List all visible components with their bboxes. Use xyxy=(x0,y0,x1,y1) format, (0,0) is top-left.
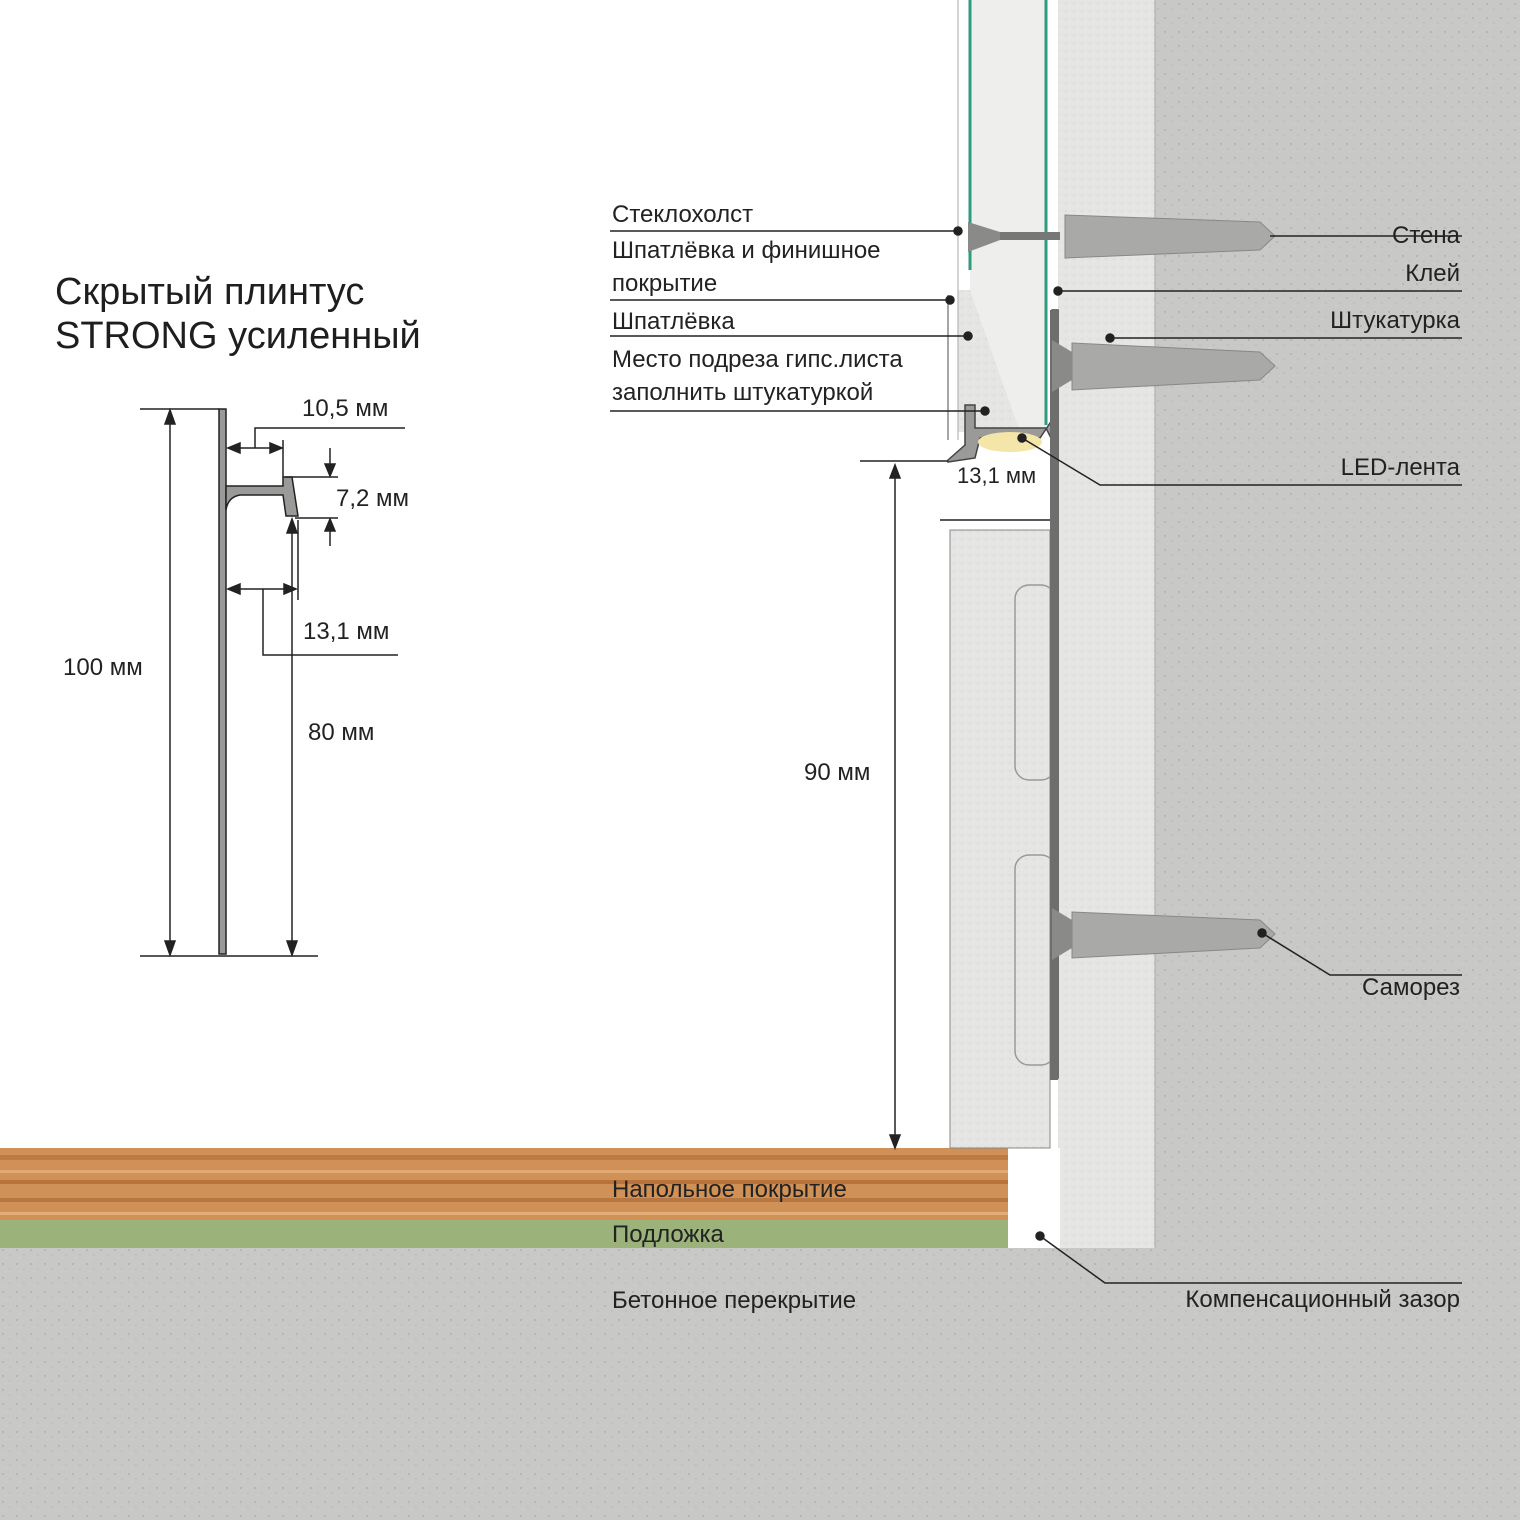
dim-height-lower: 80 мм xyxy=(308,719,375,746)
label-gap: Компенсационный зазор xyxy=(1185,1286,1460,1313)
dim-lip: 7,2 мм xyxy=(336,485,410,512)
compensation-gap xyxy=(1008,1148,1060,1248)
label-cut-place-2: заполнить штукатуркой xyxy=(612,379,874,406)
title-line-1: Скрытый плинтус xyxy=(55,271,365,313)
label-putty-finish-2: покрытие xyxy=(612,270,718,297)
label-floor-covering: Напольное покрытие xyxy=(612,1176,847,1203)
label-plaster: Штукатурка xyxy=(1330,307,1460,334)
profile-drawing xyxy=(140,407,405,958)
label-putty: Шпатлёвка xyxy=(612,308,735,335)
label-glue: Клей xyxy=(1405,260,1460,287)
page-title: Скрытый плинтус STRONG усиленный xyxy=(55,270,421,358)
lower-plaster-panel xyxy=(949,529,1051,1149)
concrete-slab-under-wall xyxy=(1060,1248,1520,1520)
floor-covering xyxy=(0,1148,1008,1220)
dim-depth: 13,1 мм xyxy=(303,618,390,645)
title-line-2: STRONG усиленный xyxy=(55,315,421,357)
dim-height-total: 100 мм xyxy=(63,654,143,681)
label-putty-finish: Шпатлёвка и финишное xyxy=(612,237,881,264)
dim-top-gap: 10,5 мм xyxy=(302,395,389,422)
section-dim-height: 90 мм xyxy=(804,759,871,786)
underlay xyxy=(0,1220,1008,1248)
dowel-middle xyxy=(1052,340,1276,392)
label-underlay: Подложка xyxy=(612,1221,724,1248)
label-led: LED-лента xyxy=(1340,454,1460,481)
leader-lines xyxy=(610,226,1462,1284)
led-strip xyxy=(978,432,1042,452)
label-concrete-slab: Бетонное перекрытие xyxy=(612,1287,857,1314)
dowel-bottom xyxy=(1052,908,1276,960)
label-wall: Стена xyxy=(1391,222,1460,249)
dowel-top xyxy=(968,214,1276,259)
label-cut-place: Место подреза гипс.листа xyxy=(612,346,903,373)
label-fiberglass: Стеклохолст xyxy=(612,201,754,228)
putty-fill xyxy=(958,290,1020,432)
label-screw: Саморез xyxy=(1362,974,1460,1001)
section-dim-depth: 13,1 мм xyxy=(957,463,1037,488)
